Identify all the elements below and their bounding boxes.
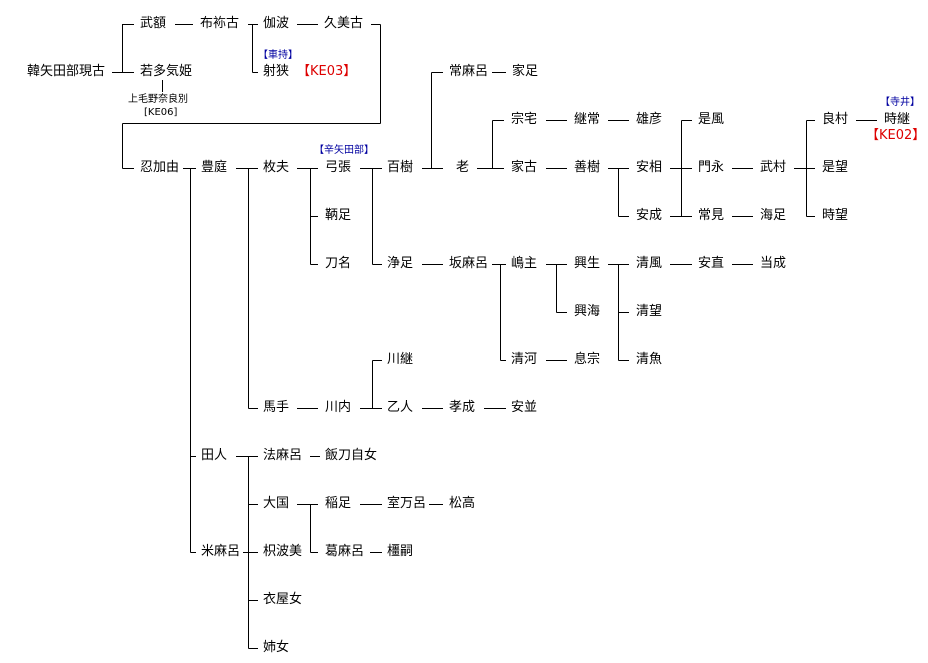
node-kaiashi: 海足 — [760, 208, 787, 223]
node-ieko: 家古 — [511, 160, 538, 175]
node-yuuhiko: 雄彦 — [636, 112, 663, 127]
node-yasusuke: 安相 — [636, 160, 663, 175]
node-muromaro: 室万呂 — [387, 496, 427, 511]
node-oukuni: 大国 — [263, 496, 290, 511]
node-tahito: 田人 — [201, 448, 228, 463]
node-toyoniwa: 豊庭 — [201, 160, 228, 175]
node-kuzumaro: 葛麻呂 — [325, 544, 365, 559]
node-yoshimura: 良村 — [822, 112, 849, 127]
node-zefuu: 是風 — [698, 112, 725, 127]
node-koukai: 興海 — [574, 304, 601, 319]
node-takemura: 武村 — [760, 160, 787, 175]
node-kihami: 枳波美 — [263, 544, 303, 559]
node-joso: 浄足 — [387, 256, 414, 271]
node-ieashi: 家足 — [512, 64, 539, 79]
node-monei: 門永 — [698, 160, 725, 175]
tag-ke03: 【KE03】 — [297, 64, 357, 79]
node-zenju: 善樹 — [574, 160, 601, 175]
node-hirafu: 枚夫 — [263, 160, 290, 175]
tag-ke02: 【KE02】 — [866, 128, 926, 143]
node-jibou: 時望 — [822, 208, 849, 223]
node-ro: 老 — [456, 160, 470, 175]
node-tsunemaro: 常麻呂 — [449, 64, 489, 79]
node-wakatakehime: 若多気姫 — [140, 64, 193, 79]
node-umate: 馬手 — [263, 400, 290, 415]
node-kousei: 興生 — [574, 256, 601, 271]
tag-kurumamochi: 【車持】 — [258, 50, 298, 61]
node-tokitsugu: 時継 — [884, 112, 911, 127]
node-zebou: 是望 — [822, 160, 849, 175]
node-yasunao: 安直 — [698, 256, 725, 271]
node-futoko: 布袮古 — [200, 16, 240, 31]
node-seigyo: 清魚 — [636, 352, 663, 367]
node-tsugutsune: 継常 — [574, 112, 601, 127]
node-annami: 安並 — [511, 400, 538, 415]
node-muneya: 宗宅 — [511, 112, 538, 127]
tag-terai: 【寺井】 — [880, 97, 920, 108]
node-anejo: 姉女 — [263, 640, 290, 655]
node-oshikayu: 忍加由 — [140, 160, 180, 175]
node-sokusou: 息宗 — [574, 352, 601, 367]
node-masanari: 当成 — [760, 256, 787, 271]
node-kaba: 伽波 — [263, 16, 290, 31]
node-kashitsugu: 橿嗣 — [387, 544, 414, 559]
node-tomotari: 鞆足 — [325, 208, 352, 223]
node-tsunemi: 常見 — [698, 208, 725, 223]
node-kawatsugu: 川継 — [387, 352, 414, 367]
node-sakamaro: 坂麻呂 — [449, 256, 489, 271]
node-kinuyame: 衣屋女 — [263, 592, 303, 607]
node-matsutaka: 松高 — [449, 496, 476, 511]
node-yumihari: 弓張 — [325, 160, 352, 175]
note-kamitsukenu: 上毛野奈良別 — [128, 94, 188, 105]
node-buga: 武額 — [140, 16, 167, 31]
tag-karayatabe: 【辛矢田部】 — [314, 145, 374, 156]
node-momoki: 百樹 — [387, 160, 414, 175]
node-tona: 刀名 — [325, 256, 352, 271]
node-isa: 射狭 — [263, 64, 290, 79]
node-otohito: 乙人 — [387, 400, 414, 415]
node-root: 韓矢田部現古 — [27, 64, 106, 79]
node-kawachi: 川内 — [325, 400, 352, 415]
node-shimanushi: 嶋主 — [511, 256, 538, 271]
node-inetari: 稲足 — [325, 496, 352, 511]
node-yonemaro: 米麻呂 — [201, 544, 241, 559]
node-kumiko: 久美古 — [324, 16, 364, 31]
node-takanari: 孝成 — [449, 400, 476, 415]
node-kiyokawa: 清河 — [511, 352, 538, 367]
node-hoomaro: 法麻呂 — [263, 448, 303, 463]
node-seifuu: 清風 — [636, 256, 663, 271]
note-ke06: [KE06] — [144, 107, 178, 118]
node-yasunari: 安成 — [636, 208, 663, 223]
node-seibou: 清望 — [636, 304, 663, 319]
node-ihatojime: 飯刀自女 — [325, 448, 378, 463]
